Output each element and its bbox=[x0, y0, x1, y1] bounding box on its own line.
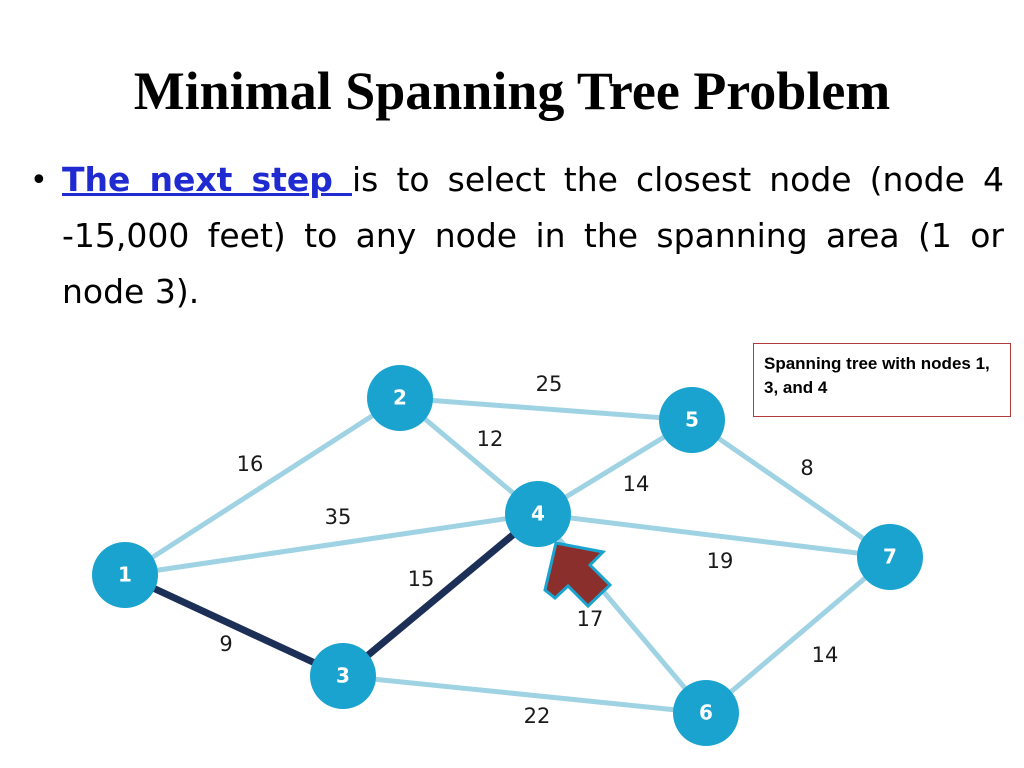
bullet-dot-icon: • bbox=[30, 163, 48, 198]
edge-weight-2-4: 12 bbox=[477, 427, 504, 451]
bullet-item: • The next step is to select the closest… bbox=[30, 152, 1004, 320]
pointer-arrow-icon bbox=[543, 541, 613, 609]
bullet-body: is to select the closest node (node 4 -1… bbox=[62, 160, 1004, 311]
slide-title: Minimal Spanning Tree Problem bbox=[133, 61, 891, 121]
node-1 bbox=[92, 542, 158, 608]
edge-2-5 bbox=[397, 395, 695, 423]
node-label-6: 6 bbox=[699, 701, 713, 725]
node-label-4: 4 bbox=[531, 502, 545, 526]
edge-5-7 bbox=[689, 417, 893, 560]
node-label-1: 1 bbox=[118, 563, 132, 587]
edge-1-4 bbox=[122, 511, 541, 578]
edge-weight-3-6: 22 bbox=[524, 704, 551, 728]
node-label-2: 2 bbox=[393, 386, 407, 410]
node-label-5: 5 bbox=[685, 408, 699, 432]
node-6 bbox=[673, 680, 739, 746]
edge-weight-1-4: 35 bbox=[325, 505, 352, 529]
edge-weight-6-7: 14 bbox=[812, 643, 839, 667]
edge-weight-1-3: 9 bbox=[219, 632, 232, 656]
spanning-tree-callout: Spanning tree with nodes 1, 3, and 4 bbox=[753, 343, 1011, 417]
node-2 bbox=[367, 365, 433, 431]
bullet-text: The next step is to select the closest n… bbox=[62, 152, 1004, 320]
edge-weight-4-5: 14 bbox=[623, 472, 650, 496]
edge-weight-5-7: 8 bbox=[800, 456, 813, 480]
node-label-7: 7 bbox=[883, 545, 897, 569]
edge-3-6 bbox=[340, 673, 709, 716]
node-label-3: 3 bbox=[336, 664, 350, 688]
node-7 bbox=[857, 524, 923, 590]
edge-6-7 bbox=[703, 554, 893, 716]
edge-weight-1-2: 16 bbox=[237, 452, 264, 476]
node-5 bbox=[659, 387, 725, 453]
bullet-highlight: The next step bbox=[62, 160, 352, 199]
edge-weight-4-7: 19 bbox=[707, 549, 734, 573]
edge-weight-2-5: 25 bbox=[536, 372, 563, 396]
edge-4-7 bbox=[535, 511, 893, 560]
edge-1-3-selected bbox=[121, 571, 347, 680]
edges-layer bbox=[121, 395, 893, 716]
pointer-layer bbox=[543, 541, 613, 609]
node-4 bbox=[505, 481, 571, 547]
edge-3-4-selected bbox=[339, 510, 542, 680]
edge-weight-3-4: 15 bbox=[408, 567, 435, 591]
node-3 bbox=[310, 643, 376, 709]
edge-1-2 bbox=[122, 395, 403, 578]
edge-weight-4-6: 17 bbox=[577, 607, 604, 631]
